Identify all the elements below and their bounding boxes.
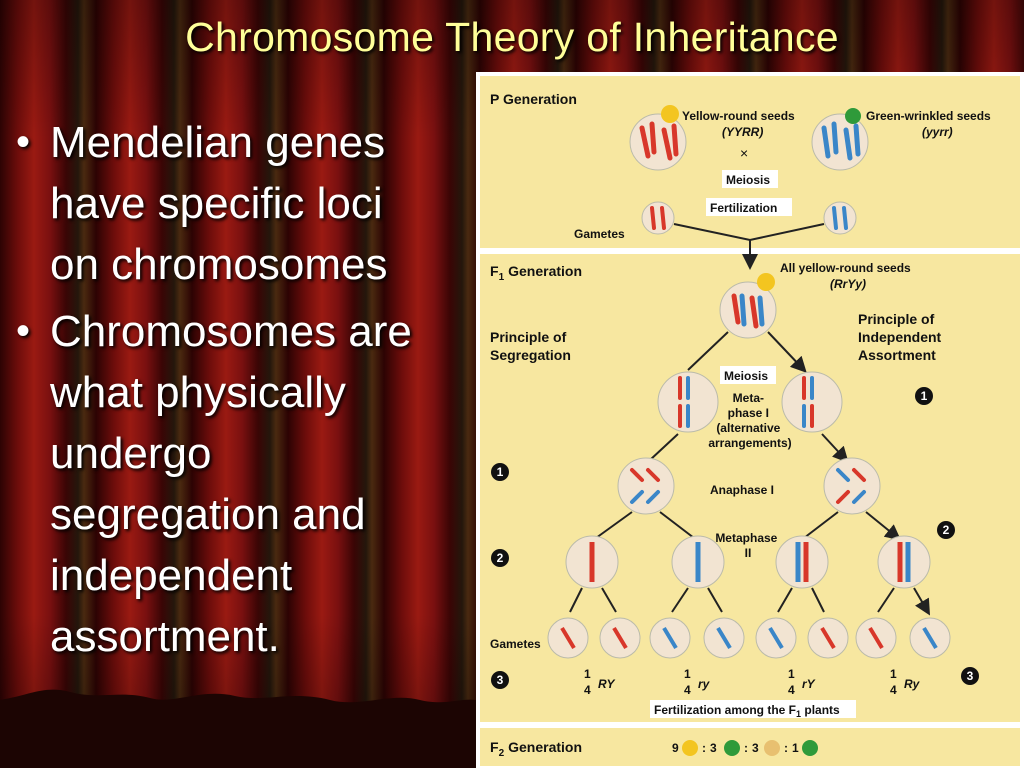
gamete-fraction-den: 4: [584, 683, 591, 697]
f1-fertilization-label: Fertilization among the F1 plants: [654, 703, 840, 719]
bullet-line: assortment.: [50, 612, 280, 661]
green-round-seed-icon: [724, 740, 740, 756]
p-generation-label: P Generation: [490, 91, 577, 107]
principle-independent-assortment: Principle of Independent Assortment: [858, 311, 945, 363]
f1-meiosis-label: Meiosis: [724, 369, 768, 383]
bullet-item: • Chromosomes are what physically underg…: [14, 301, 474, 667]
parent2-label: Green-wrinkled seeds: [866, 109, 991, 123]
anaphase1-label: Anaphase I: [710, 483, 774, 497]
ratio-sep: :: [784, 741, 788, 755]
bullet-line: on chromosomes: [50, 240, 387, 289]
green-wrinkled-seed-icon: [802, 740, 818, 756]
yellow-round-seed-icon: [661, 105, 679, 123]
bullet-line: undergo: [50, 429, 211, 478]
f1-genotype: (RrYy): [830, 277, 866, 291]
p-fertilization-label: Fertilization: [710, 201, 777, 215]
parent1-genotype: (YYRR): [722, 125, 763, 139]
cross-symbol: ×: [740, 145, 748, 161]
bullet-line: have specific loci: [50, 179, 383, 228]
yellow-round-seed-icon: [682, 740, 698, 756]
gamete-genotype: rY: [802, 677, 816, 691]
f2-ratio: 9 : 3 : 3 : 1: [672, 740, 818, 756]
step-marker: 2: [497, 551, 504, 565]
gamete-genotype: ry: [698, 677, 711, 691]
gamete-genotype: Ry: [904, 677, 921, 691]
gamete-fraction-den: 4: [788, 683, 795, 697]
anaphase1-cell-right: [824, 458, 880, 514]
f1-yellow-seed-icon: [757, 273, 775, 291]
bullet-dot-icon: •: [16, 301, 30, 362]
f1-gametes-label: Gametes: [490, 637, 541, 651]
green-wrinkled-seed-icon: [845, 108, 861, 124]
step-marker: 2: [943, 523, 950, 537]
step-marker: 1: [497, 465, 504, 479]
gamete-fraction-num: 1: [890, 667, 897, 681]
gamete-fraction-num: 1: [584, 667, 591, 681]
bullet-line: Chromosomes are: [50, 307, 412, 356]
ratio-sep: :: [744, 741, 748, 755]
bullet-list: • Mendelian genes have specific loci on …: [14, 112, 474, 673]
ratio-value: 1: [792, 741, 799, 755]
bullet-line: Mendelian genes: [50, 118, 385, 167]
gamete-genotype: RY: [598, 677, 615, 691]
p-gametes-label: Gametes: [574, 227, 625, 241]
gamete-fraction-den: 4: [684, 683, 691, 697]
gamete-fraction-den: 4: [890, 683, 897, 697]
gamete-fraction-num: 1: [788, 667, 795, 681]
ratio-sep: :: [702, 741, 706, 755]
step-marker: 3: [967, 669, 974, 683]
gamete-fraction-num: 1: [684, 667, 691, 681]
slide-title: Chromosome Theory of Inheritance: [0, 14, 1024, 61]
parent2-genotype: (yyrr): [922, 125, 953, 139]
ratio-value: 3: [710, 741, 717, 755]
parent1-gamete-cell: [642, 202, 674, 234]
figure-canvas: P Generation Yellow-round seeds (YYRR) ×…: [476, 72, 1024, 768]
bullet-line: segregation and: [50, 490, 366, 539]
yellow-wrinkled-seed-icon: [764, 740, 780, 756]
ratio-value: 9: [672, 741, 679, 755]
bullet-dot-icon: •: [16, 112, 30, 173]
f1-seeds-label: All yellow-round seeds: [780, 261, 911, 275]
parent2-gamete-cell: [824, 202, 856, 234]
step-marker: 1: [921, 389, 928, 403]
bullet-line: independent: [50, 551, 292, 600]
bullet-item: • Mendelian genes have specific loci on …: [14, 112, 474, 295]
ratio-value: 3: [752, 741, 759, 755]
bullet-line: what physically: [50, 368, 346, 417]
step-marker: 3: [497, 673, 504, 687]
parent1-label: Yellow-round seeds: [682, 109, 795, 123]
inheritance-figure: P Generation Yellow-round seeds (YYRR) ×…: [476, 72, 1024, 768]
p-meiosis-label: Meiosis: [726, 173, 770, 187]
anaphase1-cell-left: [618, 458, 674, 514]
